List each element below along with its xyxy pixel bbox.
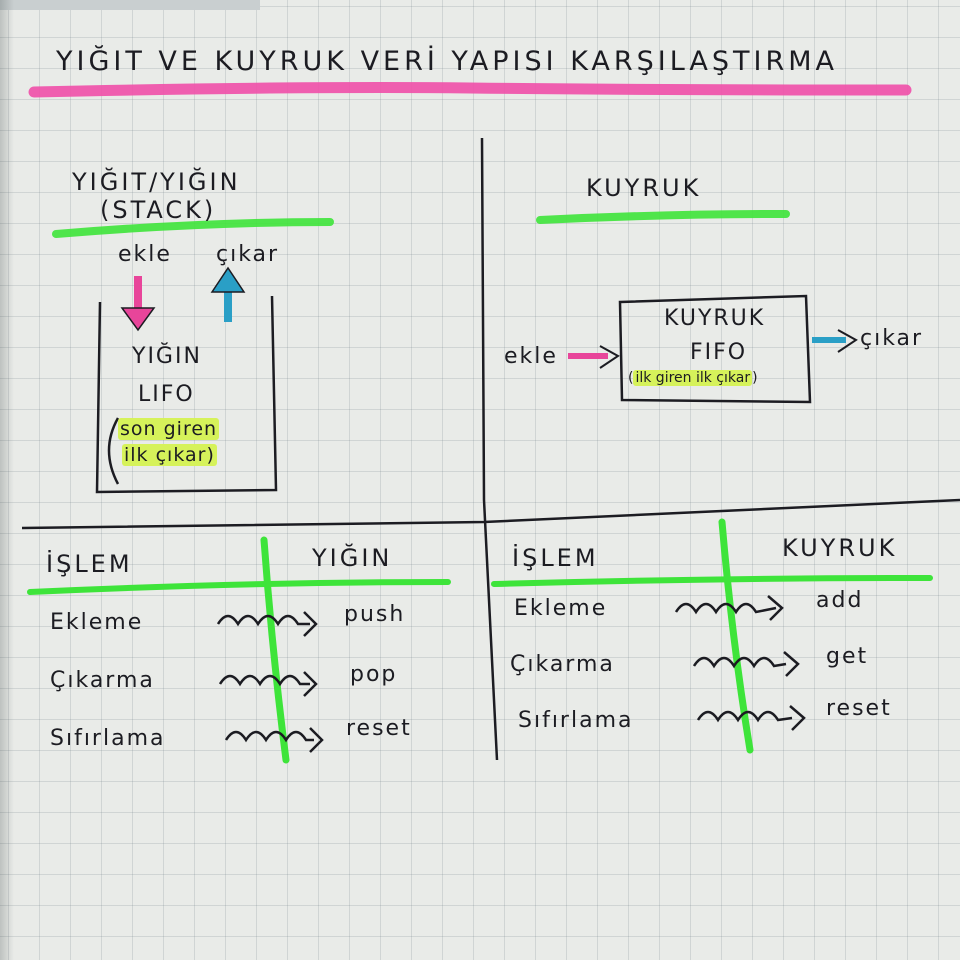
queue-box-fifo: FIFO	[690, 340, 748, 365]
queue-row2-squiggle-arrow	[692, 651, 800, 677]
stack-row3-squiggle-arrow	[224, 727, 324, 753]
stack-box	[95, 295, 278, 494]
stack-row3-op: Sıfırlama	[50, 726, 166, 751]
queue-table-header-name: KUYRUK	[782, 534, 898, 562]
stack-table-header-op: İŞLEM	[46, 550, 133, 578]
queue-in-arrow	[568, 345, 620, 369]
stack-row2-method: pop	[350, 662, 398, 687]
page-binding-strip	[0, 0, 260, 10]
page-edge-shadow	[0, 0, 14, 960]
stack-note-line2-text: ilk çıkar)	[122, 444, 217, 466]
stack-box-lifo: LIFO	[138, 382, 195, 407]
queue-row1-squiggle-arrow	[674, 595, 784, 621]
stack-heading-green-underline	[52, 218, 334, 238]
queue-row1-method: add	[816, 588, 864, 613]
stack-heading-line1: YIĞIT/YIĞIN	[72, 168, 241, 196]
stack-box-note-line1: son giren	[118, 418, 220, 440]
queue-table-header-line	[491, 575, 933, 587]
queue-table-header-op: İŞLEM	[512, 544, 599, 572]
queue-row2-op: Çıkarma	[510, 652, 615, 677]
queue-out-arrow	[812, 329, 858, 353]
queue-out-label: çıkar	[860, 326, 924, 351]
stack-box-note-line2: ilk çıkar)	[122, 444, 217, 466]
queue-heading-green-underline	[536, 210, 790, 224]
stack-pop-arrow	[210, 266, 246, 322]
queue-box	[618, 294, 812, 404]
queue-row3-op: Sıfırlama	[518, 708, 634, 733]
stack-note-line1-text: son giren	[118, 418, 220, 440]
queue-heading: KUYRUK	[586, 174, 702, 202]
title-pink-underline	[28, 82, 912, 98]
stack-row3-method: reset	[346, 716, 412, 741]
stack-row2-op: Çıkarma	[50, 668, 155, 693]
queue-row3-squiggle-arrow	[696, 705, 806, 731]
queue-table-column-line	[718, 518, 754, 754]
queue-note-text: ilk giren ilk çıkar	[633, 370, 753, 386]
stack-pop-label: çıkar	[216, 242, 280, 267]
stack-push-label: ekle	[118, 242, 172, 267]
queue-in-label: ekle	[504, 344, 558, 369]
stack-table-header-line	[27, 579, 451, 595]
stack-table-header-name: YIĞIN	[312, 544, 393, 572]
section-vertical-divider	[480, 137, 499, 761]
stack-box-title: YIĞIN	[132, 344, 202, 369]
stack-row1-squiggle-arrow	[216, 611, 318, 637]
stack-row1-op: Ekleme	[50, 610, 144, 635]
queue-row3-method: reset	[826, 696, 892, 721]
queue-row2-method: get	[826, 644, 869, 669]
page-title: YIĞIT VE KUYRUK VERİ YAPISI KARŞILAŞTIRM…	[56, 46, 839, 77]
stack-heading-line2: (STACK)	[100, 196, 217, 224]
stack-push-arrow	[120, 276, 156, 332]
stack-table-column-line	[260, 536, 290, 764]
stack-note-left-paren	[107, 417, 120, 485]
queue-box-note: (ilk giren ilk çıkar)	[628, 370, 758, 386]
queue-row1-op: Ekleme	[514, 596, 608, 621]
stack-row1-method: push	[344, 602, 406, 627]
section-horizontal-divider	[21, 498, 960, 530]
stack-row2-squiggle-arrow	[218, 671, 318, 697]
queue-box-title: KUYRUK	[664, 306, 766, 331]
